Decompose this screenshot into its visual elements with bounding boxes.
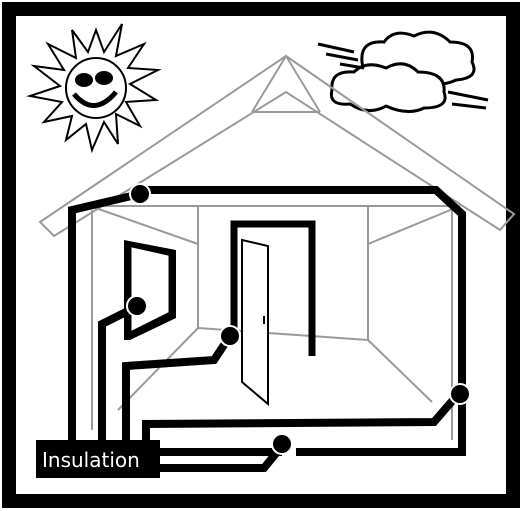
insulation-label: Insulation [36,440,160,478]
node-window [127,296,147,316]
node-door [220,326,240,346]
node-corner [450,384,470,404]
node-floor [272,434,292,454]
insulation-label-text: Insulation [42,448,140,472]
node-ceiling [130,184,150,204]
